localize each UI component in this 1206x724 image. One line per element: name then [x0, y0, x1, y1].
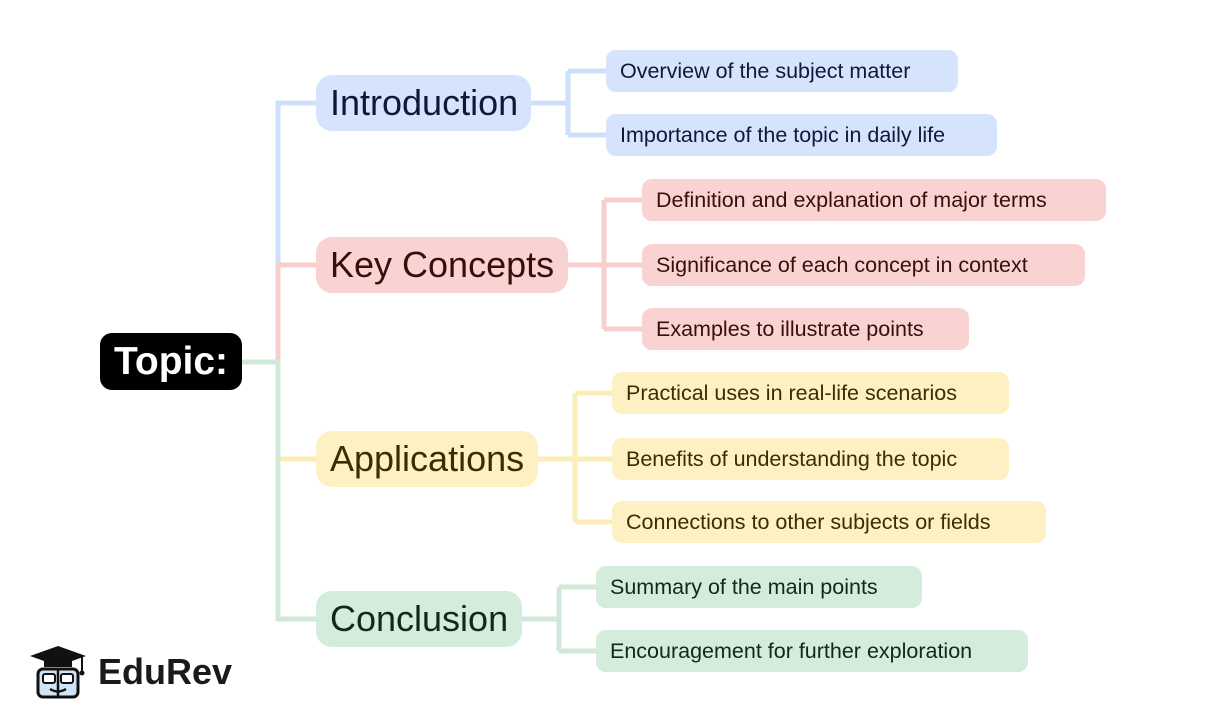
link-conclusion-leaves: [520, 584, 598, 654]
link-introduction-leaves: [530, 68, 607, 138]
leaf-key-concepts-3: Examples to illustrate points: [642, 308, 969, 350]
link-root-conclusion: [242, 359, 318, 622]
branch-applications: Applications: [316, 431, 538, 487]
leaf-applications-2: Benefits of understanding the topic: [612, 438, 1009, 480]
branch-key-concepts: Key Concepts: [316, 237, 568, 293]
edurev-logo: EduRev: [26, 640, 241, 704]
branch-introduction: Introduction: [316, 75, 531, 131]
leaf-conclusion-2: Encouragement for further exploration: [596, 630, 1028, 672]
leaf-conclusion-1: Summary of the main points: [596, 566, 922, 608]
brand-name: EduRev: [98, 651, 233, 692]
branch-conclusion: Conclusion: [316, 591, 522, 647]
leaf-key-concepts-1: Definition and explanation of major term…: [642, 179, 1106, 221]
leaf-applications-1: Practical uses in real-life scenarios: [612, 372, 1009, 414]
leaf-key-concepts-2: Significance of each concept in context: [642, 244, 1085, 286]
link-root-key-concepts: [242, 262, 318, 365]
root-node: Topic:: [100, 333, 242, 390]
leaf-introduction-2: Importance of the topic in daily life: [606, 114, 997, 156]
leaf-applications-3: Connections to other subjects or fields: [612, 501, 1046, 543]
graduation-cap-book-icon: [30, 646, 86, 699]
link-key-concepts-leaves: [566, 197, 643, 332]
leaf-introduction-1: Overview of the subject matter: [606, 50, 958, 92]
link-applications-leaves: [536, 390, 613, 525]
